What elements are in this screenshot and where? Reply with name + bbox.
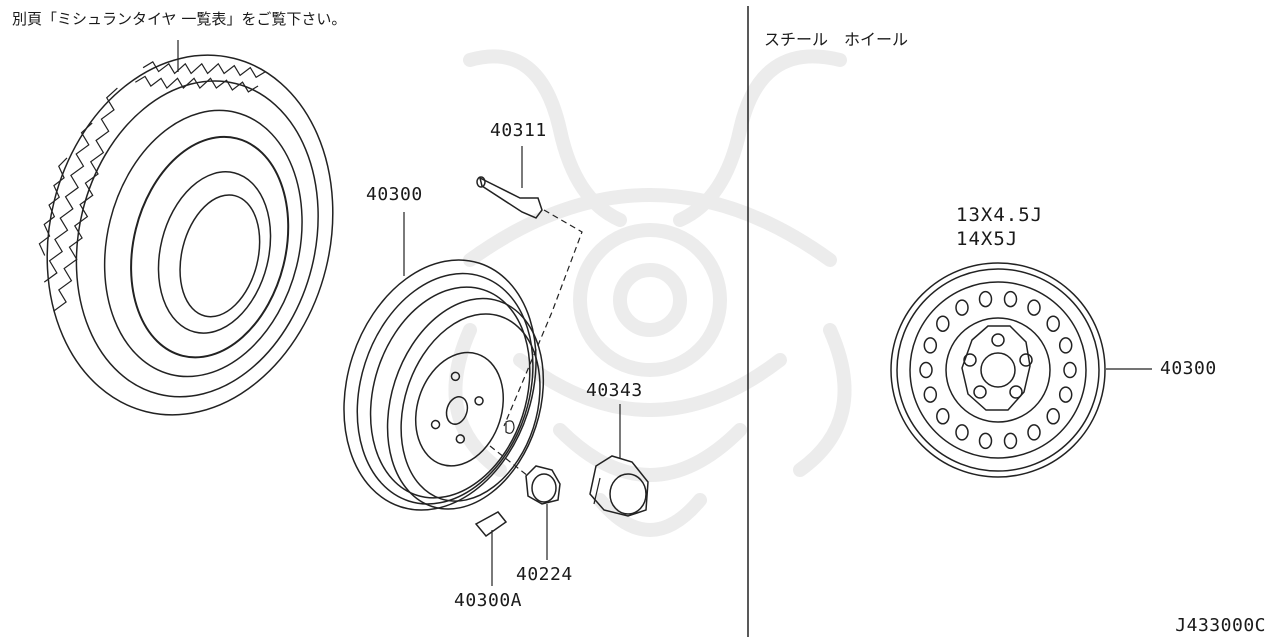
valve-illustration xyxy=(476,146,583,427)
vent-hole xyxy=(955,424,969,441)
vent-hole xyxy=(919,361,933,379)
vent-hole xyxy=(1063,361,1077,379)
vent-hole xyxy=(978,432,993,450)
watermark-emblem xyxy=(448,49,852,537)
diagram-code: J433000C xyxy=(1175,615,1266,636)
nut-illustration xyxy=(489,445,561,560)
tire-illustration xyxy=(38,40,334,416)
clip-illustration xyxy=(474,511,508,586)
vent-hole xyxy=(923,337,938,354)
vent-hole xyxy=(936,315,950,332)
vent-hole xyxy=(978,290,993,308)
vent-hole xyxy=(1046,315,1060,332)
part-number-clip[interactable]: 40300A xyxy=(454,590,523,611)
part-number-wheel[interactable]: 40300 xyxy=(366,184,423,205)
part-number-nut[interactable]: 40224 xyxy=(516,564,573,585)
part-number-cap[interactable]: 40343 xyxy=(586,380,643,401)
reference-note: 別頁「ミシュランタイヤ 一覧表」をご覧下さい。 xyxy=(12,10,347,28)
wheel-size-1: 13X4.5J xyxy=(956,204,1044,226)
vent-hole xyxy=(1003,290,1018,308)
vent-hole xyxy=(1027,299,1041,316)
wheel-vent-holes xyxy=(919,290,1077,450)
vent-hole xyxy=(1003,432,1018,450)
vent-hole xyxy=(1058,386,1073,403)
part-number-valve[interactable]: 40311 xyxy=(490,120,547,141)
wheel-illustration xyxy=(343,212,545,511)
vent-hole xyxy=(936,408,950,425)
wheel-size-2: 14X5J xyxy=(956,228,1019,250)
vent-hole xyxy=(1027,424,1041,441)
vent-hole xyxy=(1058,337,1073,354)
cap-illustration xyxy=(589,404,649,517)
wheel-front-view xyxy=(890,262,1152,478)
panel-heading-steel-wheel: スチール ホイール xyxy=(764,30,909,49)
part-number-wheel-right[interactable]: 40300 xyxy=(1160,358,1217,379)
vent-hole xyxy=(955,299,969,316)
vent-hole xyxy=(1046,408,1060,425)
vent-hole xyxy=(923,386,938,403)
